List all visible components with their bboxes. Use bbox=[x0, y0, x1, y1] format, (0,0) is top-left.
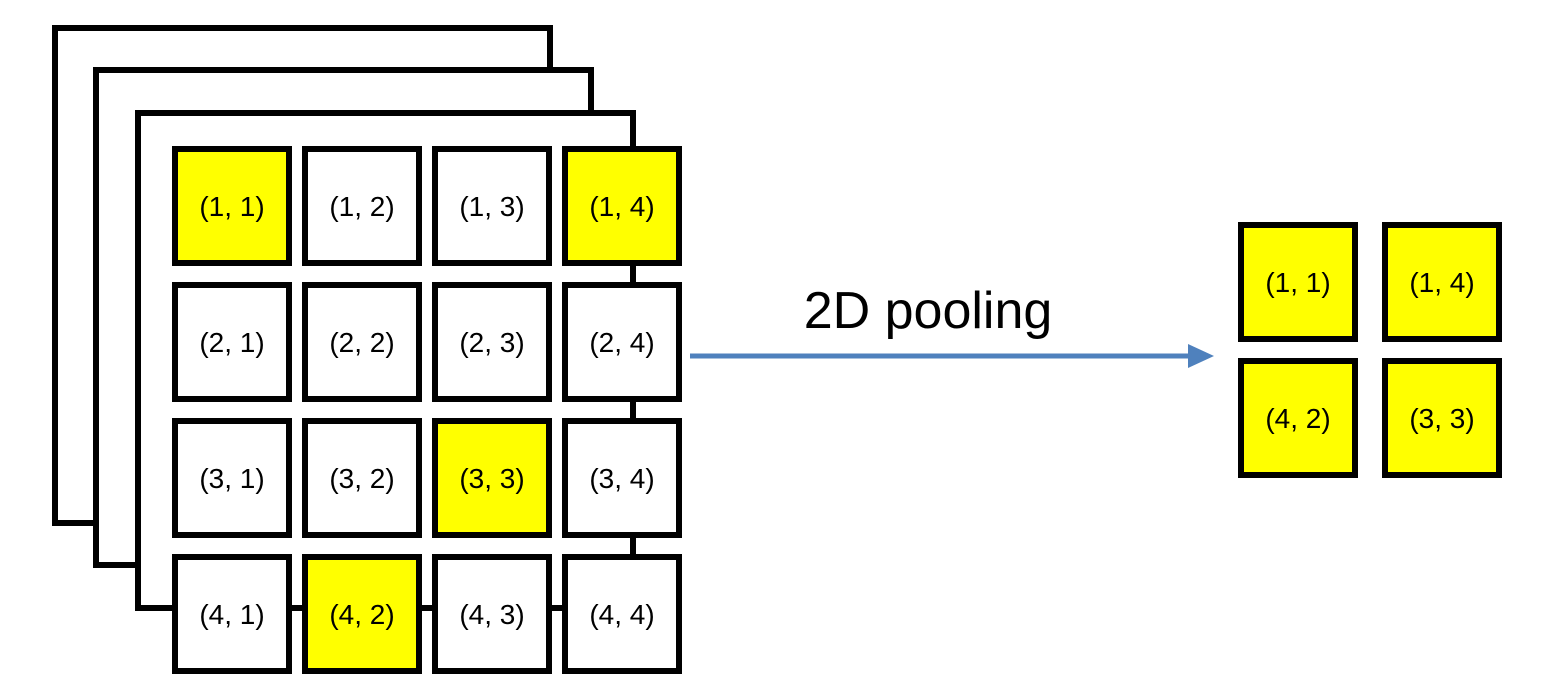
input-cell-3-3-label: (3, 3) bbox=[459, 463, 524, 494]
input-cell-3-2: (3, 2) bbox=[302, 418, 422, 538]
input-cell-2-4-box bbox=[562, 282, 682, 402]
output-grid: (1, 1) (1, 4) (4, 2) (3, 3) bbox=[1238, 222, 1502, 478]
input-cell-2-4: (2, 4) bbox=[562, 282, 682, 402]
input-cell-1-4: (1, 4) bbox=[562, 146, 682, 266]
input-cell-2-3: (2, 3) bbox=[432, 282, 552, 402]
output-cell-2-2-box bbox=[1382, 358, 1502, 478]
input-cell-4-2-box bbox=[302, 554, 422, 674]
output-cell-2-2: (3, 3) bbox=[1382, 358, 1502, 478]
output-cell-2-1-box bbox=[1238, 358, 1358, 478]
input-cell-3-1-label: (3, 1) bbox=[199, 463, 264, 494]
input-cell-4-1-label: (4, 1) bbox=[199, 599, 264, 630]
input-cell-1-3: (1, 3) bbox=[432, 146, 552, 266]
input-cell-2-2: (2, 2) bbox=[302, 282, 422, 402]
input-cell-2-2-box bbox=[302, 282, 422, 402]
input-cell-3-3-box bbox=[432, 418, 552, 538]
output-cell-1-1-label: (1, 1) bbox=[1265, 267, 1330, 298]
input-cell-4-4-box bbox=[562, 554, 682, 674]
input-cell-1-1-label: (1, 1) bbox=[199, 191, 264, 222]
output-cell-1-2-box bbox=[1382, 222, 1502, 342]
input-cell-4-1: (4, 1) bbox=[172, 554, 292, 674]
input-cell-3-4: (3, 4) bbox=[562, 418, 682, 538]
input-grid: (1, 1) (1, 2) (1, 3) (1, 4) (2, 1) (2, 2) (2, … bbox=[172, 146, 682, 674]
input-cell-4-3-label: (4, 3) bbox=[459, 599, 524, 630]
input-cell-4-3: (4, 3) bbox=[432, 554, 552, 674]
input-cell-2-4-label: (2, 4) bbox=[589, 327, 654, 358]
input-cell-1-3-label: (1, 3) bbox=[459, 191, 524, 222]
input-cell-1-2-label: (1, 2) bbox=[329, 191, 394, 222]
input-cell-4-1-box bbox=[172, 554, 292, 674]
output-cell-1-2: (1, 4) bbox=[1382, 222, 1502, 342]
input-cell-2-3-label: (2, 3) bbox=[459, 327, 524, 358]
operation-label: 2D pooling bbox=[804, 282, 1053, 340]
input-cell-1-4-label: (1, 4) bbox=[589, 191, 654, 222]
input-cell-3-4-label: (3, 4) bbox=[589, 463, 654, 494]
input-cell-2-1-box bbox=[172, 282, 292, 402]
input-cell-3-2-label: (3, 2) bbox=[329, 463, 394, 494]
output-cell-2-1-label: (4, 2) bbox=[1265, 403, 1330, 434]
input-cell-1-2: (1, 2) bbox=[302, 146, 422, 266]
output-cell-1-1: (1, 1) bbox=[1238, 222, 1358, 342]
output-cell-2-2-label: (3, 3) bbox=[1409, 403, 1474, 434]
arrow-head bbox=[1188, 344, 1214, 368]
input-cell-4-2-label: (4, 2) bbox=[329, 599, 394, 630]
input-cell-3-1-box bbox=[172, 418, 292, 538]
output-cell-1-1-box bbox=[1238, 222, 1358, 342]
input-cell-2-1: (2, 1) bbox=[172, 282, 292, 402]
input-cell-2-2-label: (2, 2) bbox=[329, 327, 394, 358]
input-cell-4-2: (4, 2) bbox=[302, 554, 422, 674]
input-cell-2-1-label: (2, 1) bbox=[199, 327, 264, 358]
pooling-operation: 2D pooling bbox=[690, 282, 1214, 368]
output-cell-2-1: (4, 2) bbox=[1238, 358, 1358, 478]
input-cell-3-1: (3, 1) bbox=[172, 418, 292, 538]
input-cell-3-4-box bbox=[562, 418, 682, 538]
input-cell-1-2-box bbox=[302, 146, 422, 266]
input-cell-4-4: (4, 4) bbox=[562, 554, 682, 674]
input-cell-3-3: (3, 3) bbox=[432, 418, 552, 538]
output-cell-1-2-label: (1, 4) bbox=[1409, 267, 1474, 298]
input-cell-3-2-box bbox=[302, 418, 422, 538]
input-cell-1-1: (1, 1) bbox=[172, 146, 292, 266]
input-cell-1-3-box bbox=[432, 146, 552, 266]
input-cell-1-1-box bbox=[172, 146, 292, 266]
input-cell-2-3-box bbox=[432, 282, 552, 402]
input-cell-1-4-box bbox=[562, 146, 682, 266]
input-cell-4-4-label: (4, 4) bbox=[589, 599, 654, 630]
input-cell-4-3-box bbox=[432, 554, 552, 674]
